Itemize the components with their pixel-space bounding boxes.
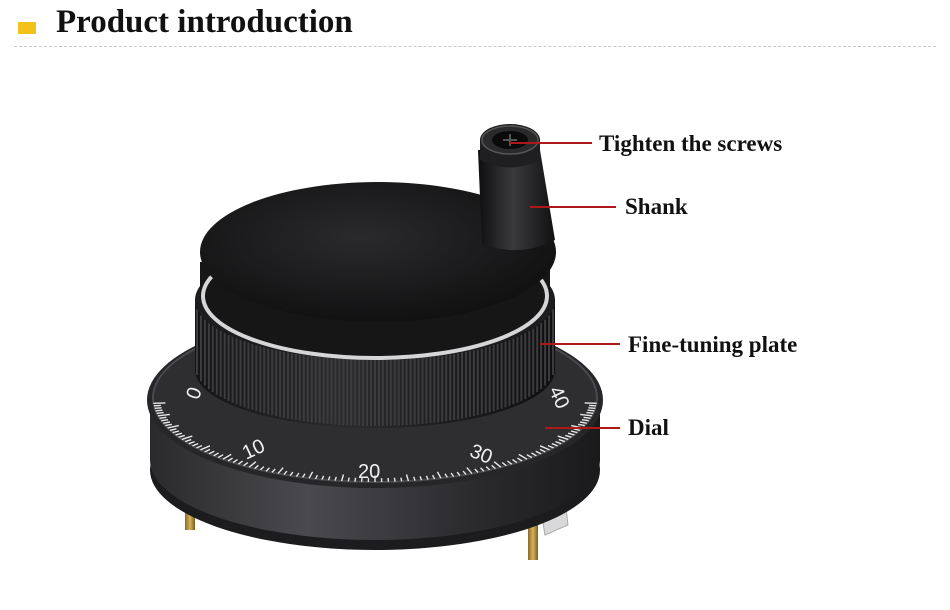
section-header: Product introduction (0, 0, 950, 48)
callout-dial: Dial (628, 415, 669, 440)
callout-shank: Shank (625, 194, 688, 219)
header-divider (14, 46, 936, 47)
callout-fine-tuning-plate: Fine-tuning plate (628, 332, 798, 357)
leader-lines (510, 142, 620, 429)
dial-label-20: 20 (358, 461, 380, 483)
top-face (200, 182, 556, 360)
shank (478, 124, 555, 251)
page-title: Product introduction (56, 4, 353, 40)
callout-tighten-screws: Tighten the screws (599, 131, 783, 156)
header-bullet (18, 22, 36, 34)
